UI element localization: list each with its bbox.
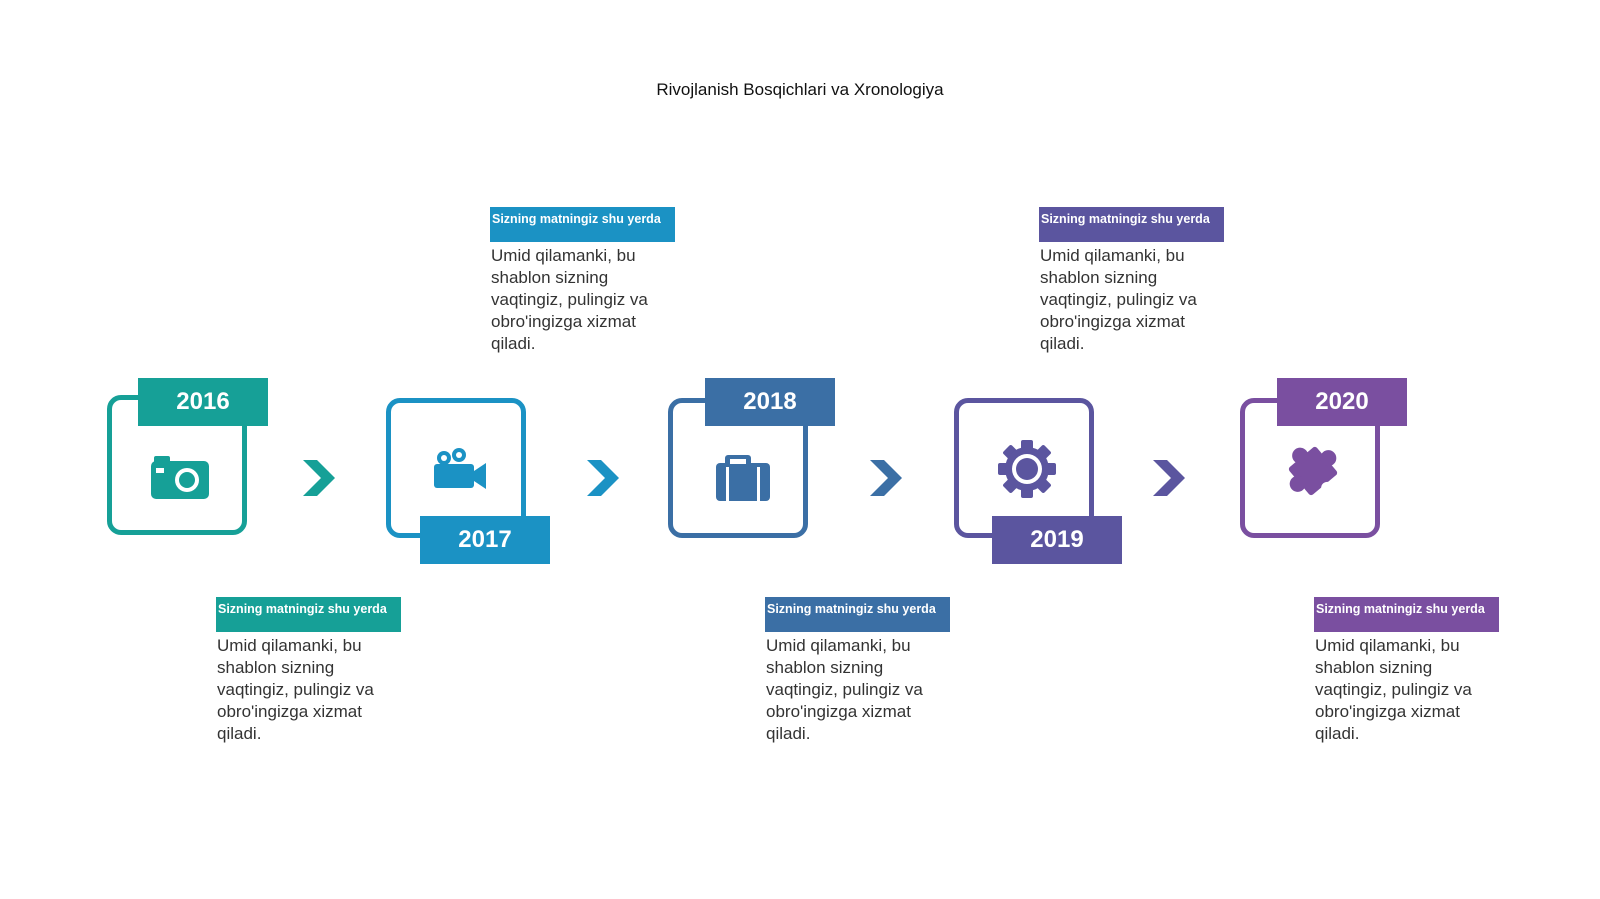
step-description-2017: Umid qilamanki, bu shablon sizning vaqti… <box>491 246 648 353</box>
video-camera-icon <box>391 403 521 533</box>
year-badge-2019: 2019 <box>992 516 1122 564</box>
chevron-right-icon <box>585 458 621 498</box>
year-badge-2020: 2020 <box>1277 378 1407 426</box>
year-badge-2017: 2017 <box>420 516 550 564</box>
step-label-2018: Sizning matningiz shu yerda <box>765 597 950 632</box>
year-badge-2018: 2018 <box>705 378 835 426</box>
puzzle-icon <box>1245 403 1375 533</box>
step-description-2018: Umid qilamanki, bu shablon sizning vaqti… <box>766 636 923 743</box>
step-label-2017: Sizning matningiz shu yerda <box>490 207 675 242</box>
step-label-2020: Sizning matningiz shu yerda <box>1314 597 1499 632</box>
page-title: Rivojlanish Bosqichlari va Xronologiya <box>656 80 944 99</box>
step-description-2016: Umid qilamanki, bu shablon sizning vaqti… <box>217 636 374 743</box>
step-label-2019: Sizning matningiz shu yerda <box>1039 207 1224 242</box>
chevron-right-icon <box>1151 458 1187 498</box>
chevron-right-icon <box>868 458 904 498</box>
step-label-2016: Sizning matningiz shu yerda <box>216 597 401 632</box>
gear-icon <box>959 403 1089 533</box>
briefcase-icon <box>673 403 803 533</box>
camera-icon <box>112 400 242 530</box>
step-box-2017 <box>386 398 526 538</box>
step-box-2019 <box>954 398 1094 538</box>
step-description-2019: Umid qilamanki, bu shablon sizning vaqti… <box>1040 246 1197 353</box>
step-description-2020: Umid qilamanki, bu shablon sizning vaqti… <box>1315 636 1472 743</box>
year-badge-2016: 2016 <box>138 378 268 426</box>
chevron-right-icon <box>301 458 337 498</box>
